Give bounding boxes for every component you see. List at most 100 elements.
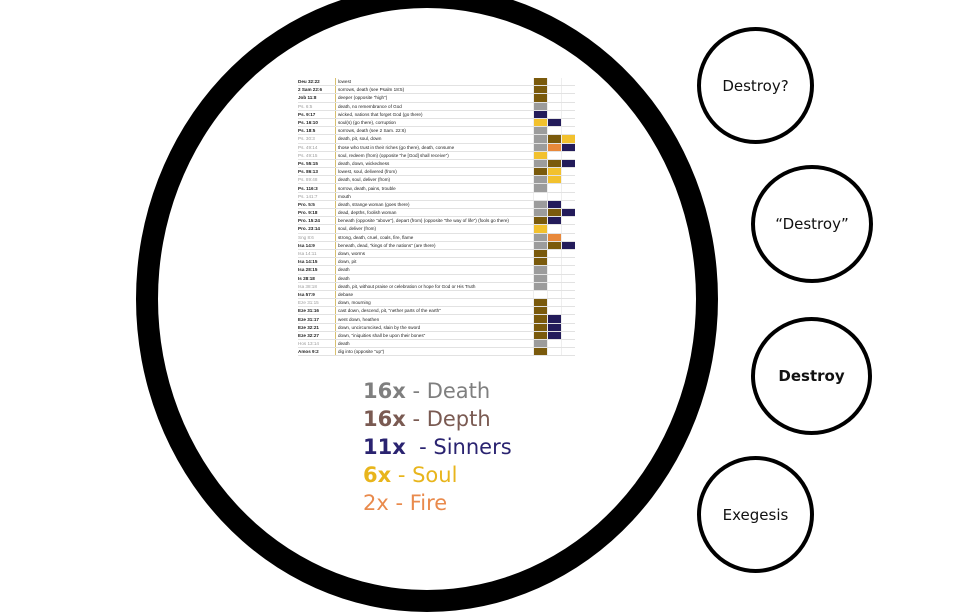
category-swatch: [533, 290, 548, 300]
legend-count: 11x: [363, 435, 406, 459]
verse-description: death, strange woman (goes there): [335, 200, 534, 210]
nav-circle-exegesis[interactable]: Exegesis: [697, 456, 814, 573]
category-swatch: [547, 314, 562, 324]
verse-reference: Ps. 55:15: [298, 159, 336, 169]
category-swatch: [533, 102, 548, 111]
category-swatch: [547, 347, 562, 357]
verse-reference: Ps. 89:48: [298, 175, 336, 185]
verse-description: sorrows, death (see 2 Sam. 22:6): [335, 126, 534, 136]
category-swatch: [547, 183, 562, 193]
verse-reference: Ps. 30:3: [298, 134, 336, 144]
category-swatch: [547, 233, 562, 242]
legend-label: - Death: [405, 379, 491, 403]
verse-description: beneath (opposite "above"), depart (from…: [335, 216, 534, 226]
category-swatch: [561, 102, 575, 111]
category-swatch: [547, 208, 562, 218]
category-swatch: [533, 118, 548, 128]
category-swatch: [561, 241, 575, 250]
legend-item-fire: 2x - Fire: [363, 489, 512, 517]
nav-circle-destroy-question[interactable]: Destroy?: [697, 27, 814, 144]
category-swatch: [533, 339, 548, 349]
category-swatch: [561, 290, 575, 300]
verse-description: death, pit, without praise or celebratio…: [335, 282, 534, 291]
verse-reference: Eze 32:21: [298, 323, 336, 332]
verse-description: down, uncircumcised, slain by the sword: [335, 323, 534, 332]
legend-label: - Fire: [388, 491, 448, 515]
category-swatch: [561, 249, 575, 259]
category-swatch: [533, 167, 548, 177]
category-swatch: [547, 200, 562, 210]
verse-reference: Isa 14:9: [298, 241, 336, 250]
verse-description: beneath, dead, "kings of the nations" (a…: [335, 241, 534, 250]
category-swatch: [547, 265, 562, 275]
category-swatch: [533, 331, 548, 341]
verse-reference: Ps. 18:5: [298, 126, 336, 136]
category-swatch: [533, 192, 548, 201]
category-swatch: [561, 110, 575, 119]
legend-label: - Sinners: [405, 435, 512, 459]
verse-reference: Ps. 9:17: [298, 110, 336, 119]
legend-label: - Soul: [391, 463, 458, 487]
category-swatch: [547, 241, 562, 250]
category-swatch: [547, 175, 562, 185]
category-swatch: [547, 331, 562, 341]
category-swatch: [547, 126, 562, 136]
verse-description: death: [335, 274, 534, 283]
verse-description: death, soul, deliver (from): [335, 175, 534, 185]
category-swatch: [561, 93, 575, 103]
category-swatch: [561, 224, 575, 234]
category-swatch: [561, 306, 575, 316]
nav-label: “Destroy”: [775, 215, 849, 233]
category-swatch: [561, 175, 575, 185]
nav-circle-destroy[interactable]: Destroy: [751, 317, 872, 435]
legend-item-depth: 16x - Depth: [363, 405, 512, 433]
verse-description: down, pit: [335, 257, 534, 267]
category-swatch: [533, 134, 548, 144]
category-swatch: [547, 249, 562, 259]
verse-reference: Eze 32:27: [298, 331, 336, 341]
category-swatch: [561, 233, 575, 242]
verse-reference: Is 28:18: [298, 274, 336, 283]
category-swatch: [547, 118, 562, 128]
nav-label: Destroy: [778, 367, 845, 385]
category-swatch: [533, 78, 548, 87]
verse-description: death: [335, 339, 534, 349]
verse-reference: Pro. 15:24: [298, 216, 336, 226]
category-swatch: [533, 175, 548, 185]
category-swatch: [533, 85, 548, 95]
verse-description: down, worms: [335, 249, 534, 259]
category-swatch: [533, 282, 548, 291]
category-swatch: [547, 167, 562, 177]
category-swatch: [561, 183, 575, 193]
category-swatch: [533, 233, 548, 242]
category-swatch: [533, 274, 548, 283]
category-swatch: [533, 249, 548, 259]
category-swatch: [533, 241, 548, 250]
verse-description: death: [335, 265, 534, 275]
category-swatch: [561, 208, 575, 218]
verse-reference: Ps. 49:14: [298, 143, 336, 152]
nav-circle-destroy-quoted[interactable]: “Destroy”: [751, 165, 873, 283]
category-swatch: [561, 78, 575, 87]
verse-description: deeper (opposite "high"): [335, 93, 534, 103]
verse-description: mouth: [335, 192, 534, 201]
verse-description: down, "iniquities shall be upon their bo…: [335, 331, 534, 341]
verse-description: death, down, wickedness: [335, 159, 534, 169]
legend-label: - Depth: [405, 407, 491, 431]
verse-description: those who trust in their riches (go ther…: [335, 143, 534, 152]
legend-count: 6x: [363, 463, 392, 487]
